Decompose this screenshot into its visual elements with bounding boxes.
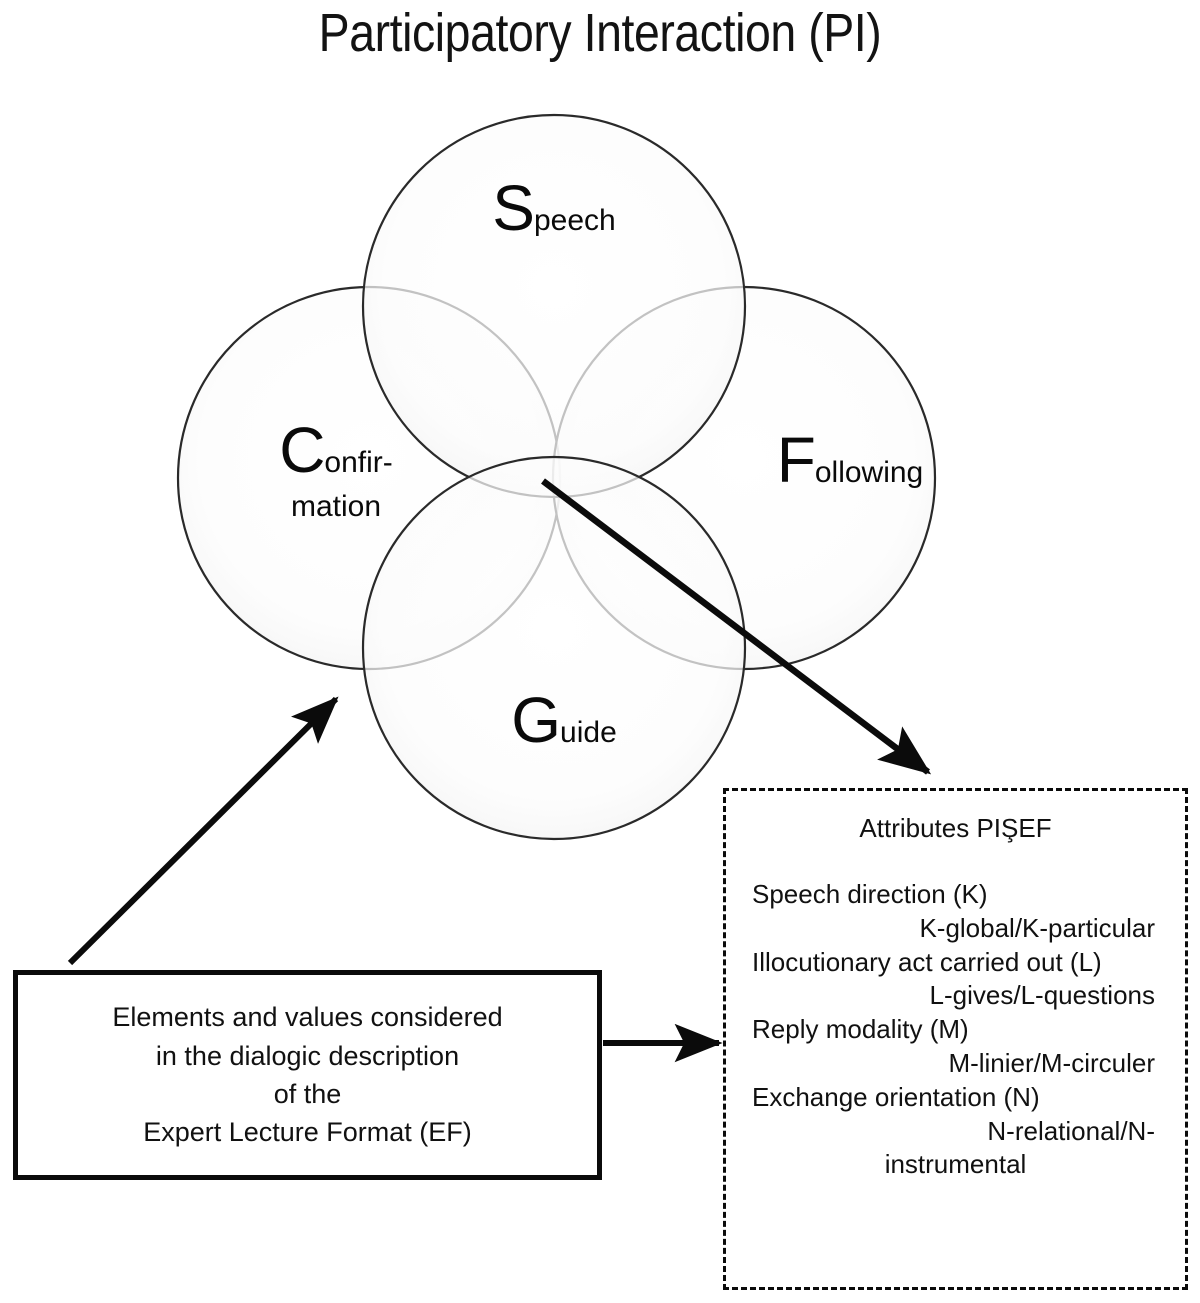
venn-label-guide: Guide <box>424 688 704 752</box>
attribute-name: Illocutionary act carried out (L) <box>752 946 1102 977</box>
page-title: Participatory Interaction (PI) <box>318 3 882 63</box>
attribute-values: K-global/K-particular <box>919 912 1155 943</box>
solid-box-line: in the dialogic description <box>155 1040 460 1071</box>
solid-box-line: of the <box>273 1079 342 1109</box>
attribute-values: M-linier/M-circuler <box>948 1047 1155 1078</box>
venn-label-guide-cap: G <box>511 684 561 756</box>
venn-label-confirmation-cap: C <box>279 414 325 486</box>
attributes-box-title: Attributes PIŞEF <box>859 813 1052 843</box>
solid-box-line: Elements and values considered <box>112 1002 503 1033</box>
venn-label-following-cap: F <box>776 424 816 496</box>
venn-label-speech-cap: S <box>492 172 535 244</box>
attribute-values: N-relational/N- <box>987 1115 1155 1146</box>
venn-label-confirmation-rest: onfir- <box>324 446 393 479</box>
venn-label-confirmation-line2: mation <box>290 490 382 523</box>
elements-and-values-box: Elements and values considered in the di… <box>13 970 602 1180</box>
solid-box-line: Expert Lecture Format (EF) <box>143 1117 472 1148</box>
attribute-values-cont: instrumental <box>884 1149 1027 1180</box>
venn-label-guide-rest: uide <box>560 716 617 749</box>
venn-label-following-rest: ollowing <box>814 456 924 489</box>
attribute-name: Reply modality (M) <box>752 1014 969 1045</box>
arrow-solidbox-to-venn <box>67 696 339 966</box>
venn-label-speech: Speech <box>414 176 694 240</box>
venn-label-speech-rest: peech <box>533 204 616 237</box>
attribute-name: Speech direction (K) <box>752 879 988 909</box>
attribute-values: L-gives/L-questions <box>929 980 1155 1011</box>
arrow-venn-to-attributes <box>541 478 932 775</box>
venn-label-following: Following <box>700 428 1000 492</box>
attribute-name: Exchange orientation (N) <box>752 1081 1040 1112</box>
attributes-box: Attributes PIŞEF Speech direction (K) K-… <box>723 788 1188 1290</box>
venn-circle-guide <box>361 455 747 841</box>
venn-label-confirmation: Confir- mation <box>186 418 486 522</box>
